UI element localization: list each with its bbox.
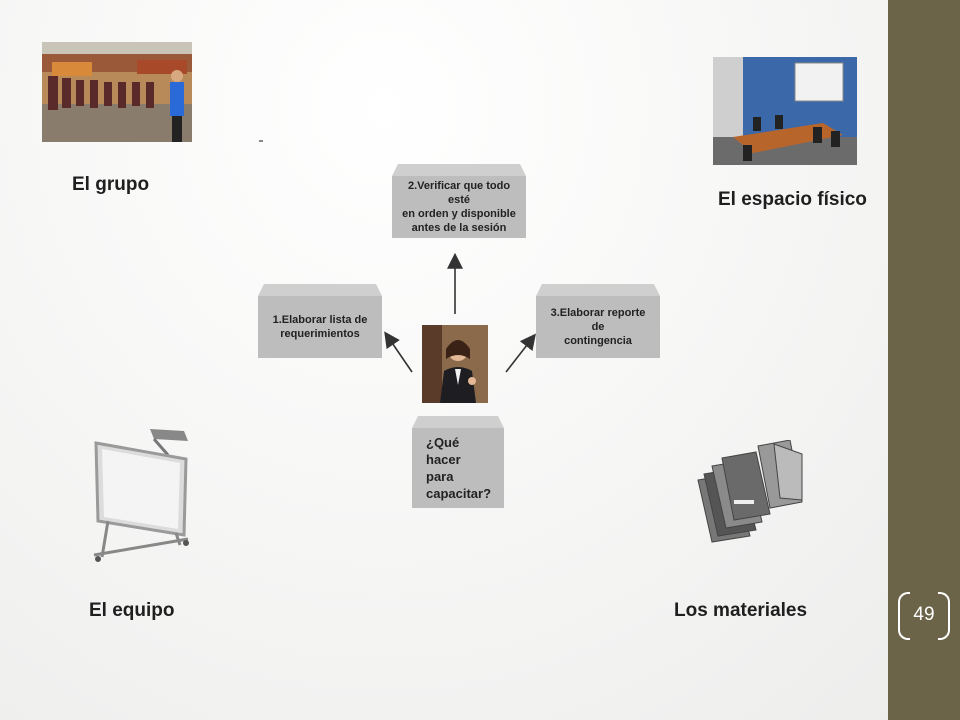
arrow-right (505, 333, 536, 373)
presenter-photo (422, 325, 488, 403)
box-contingency: 3.Elaborar reporte de contingencia (536, 296, 660, 358)
box-requirements: 1.Elaborar lista de requerimientos (258, 296, 382, 358)
bracket-right (938, 592, 950, 640)
bracket-left (898, 592, 910, 640)
box-verify: 2.Verificar que todo esté en orden y dis… (392, 176, 526, 238)
presenter-art (422, 325, 488, 403)
box-verify-text: 2.Verificar que todo esté en orden y dis… (402, 180, 516, 234)
meeting-room-art (713, 57, 857, 165)
whiteboard-art (93, 429, 189, 562)
arrow-left (384, 331, 413, 373)
whiteboard-photo (88, 425, 196, 570)
box-question: ¿Qué hacer para capacitar? (412, 428, 504, 508)
equipment-label: El equipo (89, 600, 175, 621)
box-question-text: ¿Qué hacer para capacitar? (426, 435, 492, 501)
group-label: El grupo (72, 174, 150, 195)
materials-label: Los materiales (674, 600, 808, 621)
group-photo (42, 42, 192, 142)
group-photo-art (42, 42, 192, 142)
manuals-art (697, 440, 803, 543)
space-label: El espacio físico (718, 189, 867, 210)
manuals-photo (690, 440, 810, 544)
box-contingency-text: 3.Elaborar reporte de contingencia (550, 307, 646, 347)
page-number-badge: 49 (898, 592, 950, 640)
tick-mark (259, 140, 263, 142)
box-requirements-text: 1.Elaborar lista de requerimientos (272, 314, 368, 340)
meeting-room-photo (713, 57, 857, 165)
page-number: 49 (913, 604, 935, 625)
